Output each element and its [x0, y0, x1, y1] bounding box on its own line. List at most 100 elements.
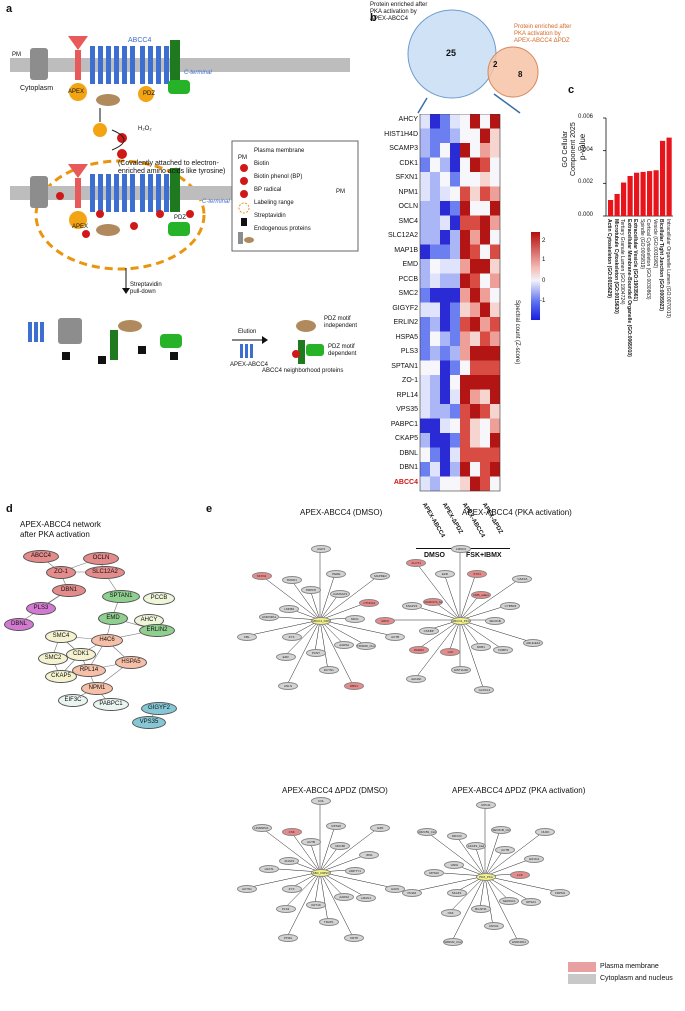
heatmap-cell [490, 317, 500, 332]
heatmap-cell [430, 346, 440, 361]
network-edge [415, 561, 461, 621]
heatmap-cell [450, 244, 460, 259]
heatmap-cell [430, 404, 440, 419]
pm-label-2: PM [336, 189, 345, 195]
heatmap-cell [490, 143, 500, 158]
network-node: PLS3 [275, 905, 296, 914]
panel-a-legend: Plasma membrane Biotin Biotin phenol (BP… [254, 148, 311, 239]
network-edge [290, 579, 321, 621]
heatmap-cell [420, 157, 430, 172]
network-edge [319, 574, 380, 621]
heatmap-cell [470, 389, 480, 404]
heatmap-cell [480, 230, 490, 245]
network-node: PDIA6 [401, 889, 422, 898]
bar [634, 172, 640, 216]
heatmap-cell [490, 201, 500, 216]
network-node: IRS1 [359, 850, 380, 859]
heatmap-row-label: DBN1 [399, 464, 418, 471]
heatmap-cell [450, 273, 460, 288]
heatmap-cell [490, 157, 500, 172]
network-node: CYB5R3 [500, 601, 521, 610]
heatmap-cell [490, 375, 500, 390]
network-node: MAPRE3 [370, 571, 391, 580]
heatmap-cell [480, 259, 490, 274]
network-edge [309, 589, 321, 621]
heatmap-cell [470, 215, 480, 230]
network-edge [449, 875, 486, 913]
heatmap-cell [490, 302, 500, 317]
x-tick-label: Microtubule Cytoskeleton (GO:0015630) [612, 219, 619, 314]
heatmap-cell [480, 404, 490, 419]
network-node: OCLN [83, 552, 119, 565]
heatmap-cell [490, 230, 500, 245]
network-node: ANAP1 [279, 857, 300, 866]
panel-c-chart: GO Cellular Component 2025 p-value 0.006… [556, 96, 685, 396]
streptavidin-pulldown-label: Streptavidin pull-down [130, 282, 162, 295]
heatmap-row-label: SLC12A2 [388, 232, 418, 239]
network-node: AMPTY1 [344, 866, 365, 875]
network-edge [319, 824, 336, 873]
heatmap-cell [490, 447, 500, 462]
network-node: ARF6 [375, 617, 395, 625]
network-edge [245, 619, 321, 637]
heatmap-cell [430, 389, 440, 404]
heatmap-cell [440, 186, 450, 201]
heatmap-cell [470, 331, 480, 346]
network-edge [455, 835, 486, 877]
heatmap-cell [470, 172, 480, 187]
network-edge [415, 619, 461, 679]
venn-overlap-count: 2 [493, 60, 498, 69]
heatmap-cell [480, 418, 490, 433]
heatmap-cell [460, 201, 470, 216]
network-node: ANLN [278, 682, 299, 691]
network-node: DCTN1 [318, 665, 339, 674]
heatmap-cell [420, 273, 430, 288]
network-node: NDC80 [330, 842, 351, 851]
heatmap-cell [450, 462, 460, 477]
legend-item-biotin: Biotin [254, 161, 270, 167]
network-node: HSPA5 [115, 656, 147, 669]
heatmap-cell [440, 360, 450, 375]
heatmap-cell [480, 375, 490, 390]
heatmap-row-label: SPTAN1 [391, 362, 418, 370]
network-edge [410, 875, 486, 893]
network-node: NPM1 [81, 682, 113, 695]
network-node: LMNN1 [451, 544, 471, 553]
heatmap-cell [450, 128, 460, 143]
heatmap-cell [460, 128, 470, 143]
heatmap-row-label: HSPA5 [395, 333, 418, 341]
heatmap-cell [490, 389, 500, 404]
network-node: HNRNPA1 [508, 938, 529, 947]
heatmap-cell [440, 114, 450, 129]
network-edge [484, 875, 493, 925]
network-node: ACTB [300, 838, 321, 847]
colorbar-title: Spectral count (Z-score) [514, 300, 520, 365]
heatmap-cell [460, 331, 470, 346]
heatmap-cell [480, 462, 490, 477]
heatmap-cell [460, 476, 470, 491]
legend-item-endogenous: Endogenous proteins [254, 226, 311, 232]
heatmap-cell [450, 230, 460, 245]
network-node: ARHGEF2 [523, 639, 544, 648]
network-edge [484, 830, 545, 877]
heatmap-row-label: NPM1 [398, 188, 418, 196]
network-node: SMC2 [38, 652, 68, 665]
heatmap-cell [440, 389, 450, 404]
venn-right-title: Protein enriched after PKA activation by… [514, 24, 572, 44]
network-node: TRIM28_Clone [356, 641, 377, 650]
heatmap-cell [440, 201, 450, 216]
c-terminal-label-2: C-terminal [202, 199, 230, 205]
heatmap-cell [440, 288, 450, 303]
network-edge [319, 572, 336, 621]
network-edge [449, 619, 461, 651]
heatmap-cell [490, 462, 500, 477]
network-node: COL [311, 796, 331, 805]
chart-title: GO Cellular Component 2025 [562, 122, 577, 176]
heatmap-cell [450, 143, 460, 158]
h2o2-label: H₂O₂ [138, 126, 152, 132]
heatmap-cell [450, 476, 460, 491]
heatmap-cell [420, 317, 430, 332]
network-edge [284, 619, 321, 657]
heatmap-cell [480, 215, 490, 230]
